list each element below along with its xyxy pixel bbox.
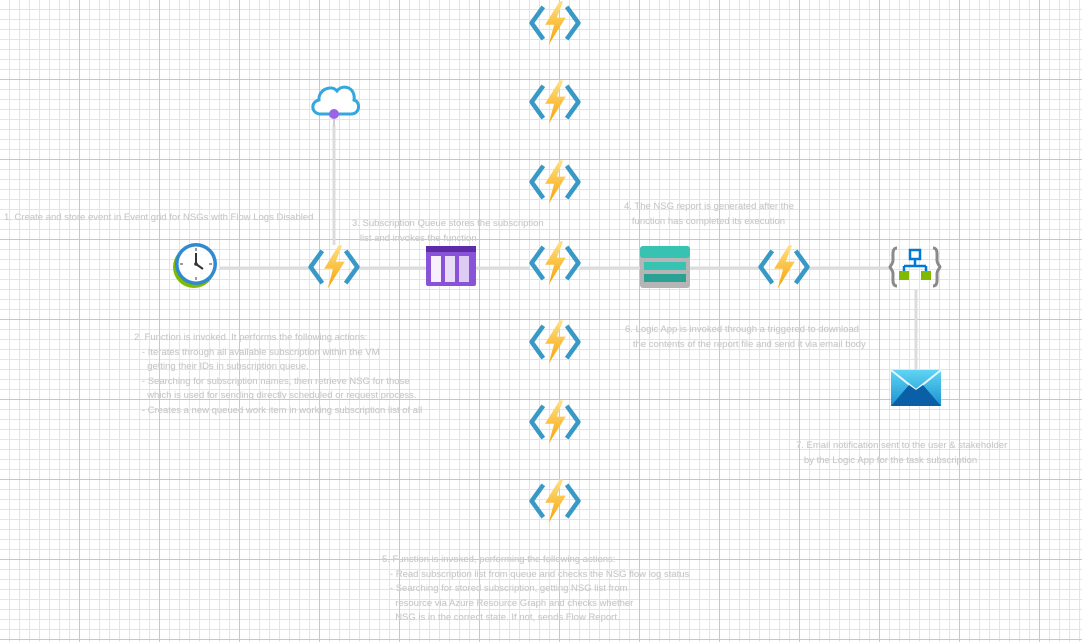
azure-function-icon [528, 319, 582, 365]
logic-app-icon [888, 246, 942, 288]
azure-function-icon [307, 244, 361, 290]
step-note-1: 1. Create and store event in Event grid … [4, 212, 314, 223]
azure-function-icon [528, 240, 582, 286]
azure-function-icon [528, 79, 582, 125]
step-note-2: 2. Function is invoked. It performs the … [134, 332, 423, 416]
clock-icon [173, 243, 217, 288]
storage-queue-icon [426, 246, 476, 286]
azure-function-icon [528, 478, 582, 524]
azure-function-icon [528, 399, 582, 445]
azure-function-icon [757, 244, 811, 290]
step-note-3: 3. Subscription Queue stores the subscri… [352, 218, 544, 244]
step-note-6: 6. Logic App is invoked through a trigge… [625, 324, 866, 350]
cloud-event-icon [311, 85, 360, 126]
azure-function-icon [528, 159, 582, 205]
table-storage-icon [640, 246, 690, 288]
step-note-7: 7. Email notification sent to the user &… [796, 440, 1008, 466]
email-icon [890, 369, 942, 406]
azure-function-icon [528, 0, 582, 46]
step-note-5: 5. Function is invoked, performing the f… [382, 554, 690, 623]
step-note-4: 4. The NSG report is generated after the… [624, 201, 794, 227]
